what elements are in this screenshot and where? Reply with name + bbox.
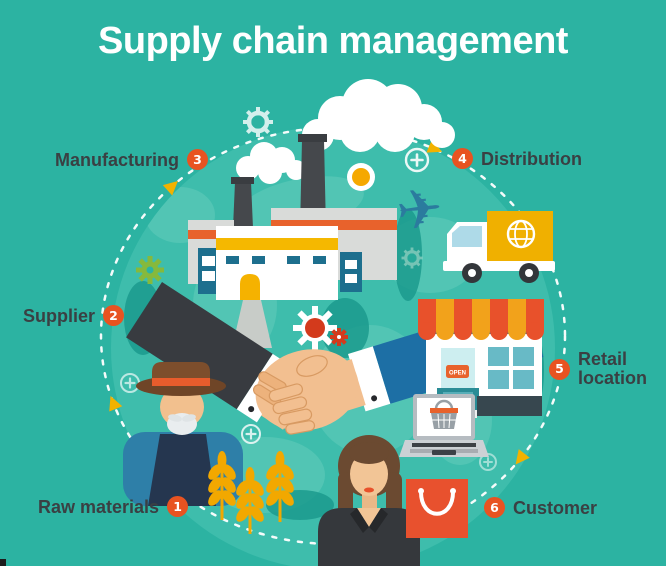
step-retail-location: 5 Retail location	[549, 350, 656, 388]
step-number-badge: 5	[549, 358, 570, 380]
plus-circle-icon	[404, 147, 430, 173]
step-number-badge: 4	[452, 148, 473, 169]
gear-icon-faint	[401, 247, 423, 269]
corner-artifact	[0, 559, 6, 566]
step-supplier: Supplier 2	[23, 305, 125, 326]
gear-icon-green	[136, 256, 164, 284]
shopping-basket-icon	[430, 399, 458, 429]
step-distribution: 4 Distribution	[452, 148, 582, 169]
cycle-arrow	[426, 139, 443, 153]
awning	[418, 299, 544, 340]
cycle-arrows	[109, 139, 530, 465]
plus-circle-icon	[479, 453, 497, 471]
cycle-arrow	[109, 395, 123, 412]
step-manufacturing: Manufacturing 3	[55, 149, 208, 170]
plus-circle-icon	[241, 424, 261, 444]
step-label: Customer	[513, 497, 598, 518]
step-label: Raw materials	[38, 496, 160, 517]
cycle-arrow	[162, 180, 178, 196]
shopping-bag-icon	[406, 479, 468, 538]
sun-icon	[347, 163, 375, 191]
delivery-truck-icon	[443, 211, 555, 283]
step-label: Manufacturing	[55, 149, 179, 170]
gear-icon-white	[243, 107, 273, 137]
customer-icon	[318, 435, 420, 566]
step-number-badge: 2	[103, 305, 125, 326]
step-number-badge: 6	[484, 497, 505, 518]
factory-icon	[188, 134, 397, 348]
gear-icon-red	[293, 306, 348, 350]
truck-globe-icon	[506, 219, 536, 249]
page-title: Supply chain management	[98, 20, 568, 62]
dashed-cycle-ring	[99, 126, 567, 546]
step-number-badge: 1	[167, 496, 189, 517]
step-raw-materials: Raw materials 1	[38, 496, 189, 517]
svg-text:OPEN: OPEN	[449, 371, 466, 377]
step-customer: 6 Customer	[484, 497, 597, 518]
step-label: Retail location	[578, 349, 648, 388]
laptop-icon	[399, 394, 489, 457]
airplane-icon: ✈	[393, 175, 446, 243]
step-label: Supplier	[23, 305, 96, 326]
step-label: Distribution	[481, 148, 582, 169]
open-sign: OPEN	[446, 365, 469, 378]
wheat-icon	[208, 451, 294, 534]
step-number-badge: 3	[187, 149, 208, 170]
cycle-arrow	[515, 449, 530, 465]
smoke-clouds	[236, 79, 455, 184]
